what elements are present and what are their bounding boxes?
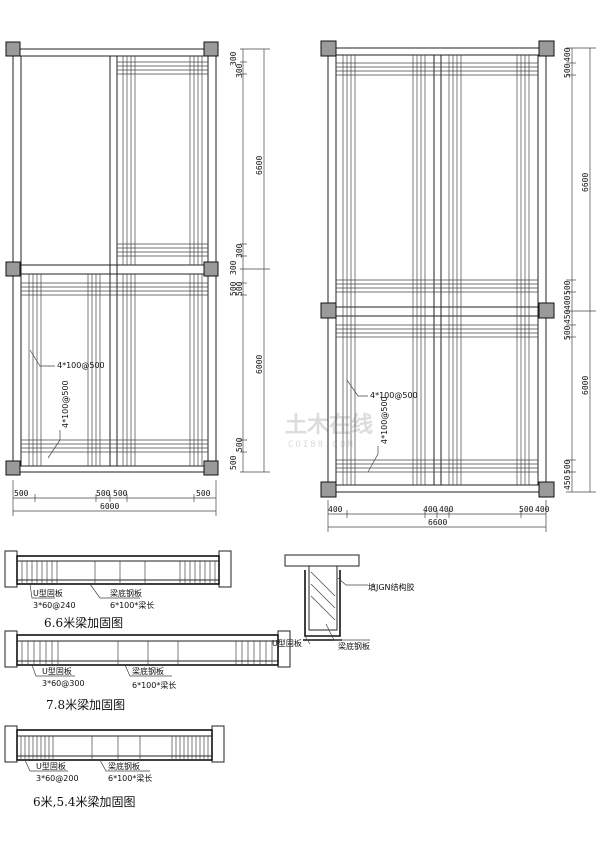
left-top-right-strips (117, 56, 208, 265)
right-total-width: 6600 (428, 518, 447, 527)
beam1-plate-label: 梁底钢板 (110, 588, 142, 598)
section-glue-label: 填JGN结构胶 (368, 582, 415, 592)
left-dim-right-0: 300 (229, 51, 238, 66)
column (538, 302, 555, 319)
section-u-plate-label: U型固板 (272, 638, 302, 648)
left-dim-right-1: 300 (235, 63, 244, 78)
beam2-title: 7.8米梁加固图 (46, 697, 125, 712)
right-strip-label-h: 4*100@500 (370, 391, 418, 400)
beam2-plate-spec: 6*100*梁长 (132, 680, 176, 690)
watermark-text: 土木在线 (285, 412, 373, 438)
left-dim-right-4: 300 (229, 260, 238, 275)
right-dim-bottom-1: 400 (423, 505, 438, 514)
right-dim-right-8: 500 (563, 459, 572, 474)
beam3-title: 6米,5.4米梁加固图 (33, 794, 136, 809)
beam2-u-spec: 3*60@300 (42, 679, 85, 688)
beam2-u-label: U型固板 (42, 666, 72, 676)
right-dimension-bottom: 400 400 400 500 400 6600 (327, 500, 550, 532)
right-dim-right-2: 6600 (581, 173, 590, 192)
column (203, 261, 219, 277)
column (320, 302, 337, 319)
column (5, 460, 21, 476)
beam-elevation-6-5-4: U型固板 3*60@200 梁底钢板 6*100*梁长 6米,5.4米梁加固图 (4, 725, 225, 809)
column (320, 481, 337, 498)
beam1-plate-spec: 6*100*梁长 (110, 600, 154, 610)
beam2-plate-label: 梁底钢板 (132, 666, 164, 676)
beam3-plate-label: 梁底钢板 (108, 761, 140, 771)
beam-cross-section: 填JGN结构胶 U型固板 梁底钢板 (272, 554, 415, 651)
left-strip-label-v: 4*100@500 (61, 380, 70, 428)
left-dim-bottom-1: 500 (96, 489, 111, 498)
left-dim-right-5: 500 (229, 281, 238, 296)
right-dim-bottom-3: 500 (519, 505, 534, 514)
beam-elevation-6-6: U型固板 3*60@240 梁底钢板 6*100*梁长 6.6米梁加固图 (4, 550, 232, 630)
right-dim-bottom-4: 400 (535, 505, 550, 514)
beam3-u-label: U型固板 (36, 761, 66, 771)
beam3-u-spec: 3*60@200 (36, 774, 79, 783)
beam3-plate-spec: 6*100*梁长 (108, 773, 152, 783)
column (5, 261, 21, 277)
column (203, 41, 219, 57)
left-bottom-strips (21, 274, 208, 466)
right-dim-right-9: 450 (563, 475, 572, 490)
left-dim-right-6: 500 (235, 281, 244, 296)
left-dim-bottom-3: 500 (196, 489, 211, 498)
beam1-title: 6.6米梁加固图 (44, 615, 123, 630)
left-dim-right-3: 300 (235, 243, 244, 258)
left-dimension-right: 300 300 6600 300 300 500 500 6000 500 50… (229, 48, 270, 473)
left-dim-bottom-2: 500 (113, 489, 128, 498)
beam-elevation-7-8: U型固板 3*60@300 梁底钢板 6*100*梁长 7.8米梁加固图 (4, 630, 291, 712)
column (203, 460, 219, 476)
watermark: 土木在线 COI88.COM (285, 412, 373, 450)
right-dim-right-0: 500 (563, 63, 572, 78)
right-dim-right-1: 400 (563, 47, 572, 62)
left-dimension-bottom: 500 500 500 500 6000 (12, 480, 217, 516)
left-total-width: 6000 (100, 502, 119, 511)
column (5, 41, 21, 57)
right-dim-right-5: 500 (563, 325, 572, 340)
right-strips (336, 55, 538, 485)
section-bottom-plate-label: 梁底钢板 (338, 641, 370, 651)
left-dim-right-8: 500 (229, 455, 238, 470)
right-dimension-right: 500 400 6600 500 400 500 450 6000 500 45… (563, 47, 596, 493)
right-dim-right-7: 6000 (581, 376, 590, 395)
left-strip-label-h: 4*100@500 (57, 361, 105, 370)
right-floor-plan: 4*100@500 4*100@500 500 400 6600 500 400… (320, 40, 596, 532)
left-dim-right-9: 500 (235, 437, 244, 452)
watermark-sub: COI88.COM (288, 440, 355, 450)
right-strip-label-v: 4*100@500 (380, 396, 389, 444)
right-dim-right-6: 450 (563, 309, 572, 324)
left-dim-right-7: 6000 (255, 355, 264, 374)
right-dim-right-3: 500 (563, 280, 572, 295)
right-dim-bottom-2: 400 (439, 505, 454, 514)
right-dim-bottom-0: 400 (328, 505, 343, 514)
column (320, 40, 337, 57)
column (538, 481, 555, 498)
left-dim-right-2: 6600 (255, 156, 264, 175)
left-dim-bottom-0: 500 (14, 489, 29, 498)
beam1-u-label: U型固板 (33, 588, 63, 598)
right-dim-right-4: 400 (563, 295, 572, 310)
beam1-u-spec: 3*60@240 (33, 601, 76, 610)
left-floor-plan: 4*100@500 4*100@500 300 300 6600 300 300… (5, 41, 270, 516)
column (538, 40, 555, 57)
